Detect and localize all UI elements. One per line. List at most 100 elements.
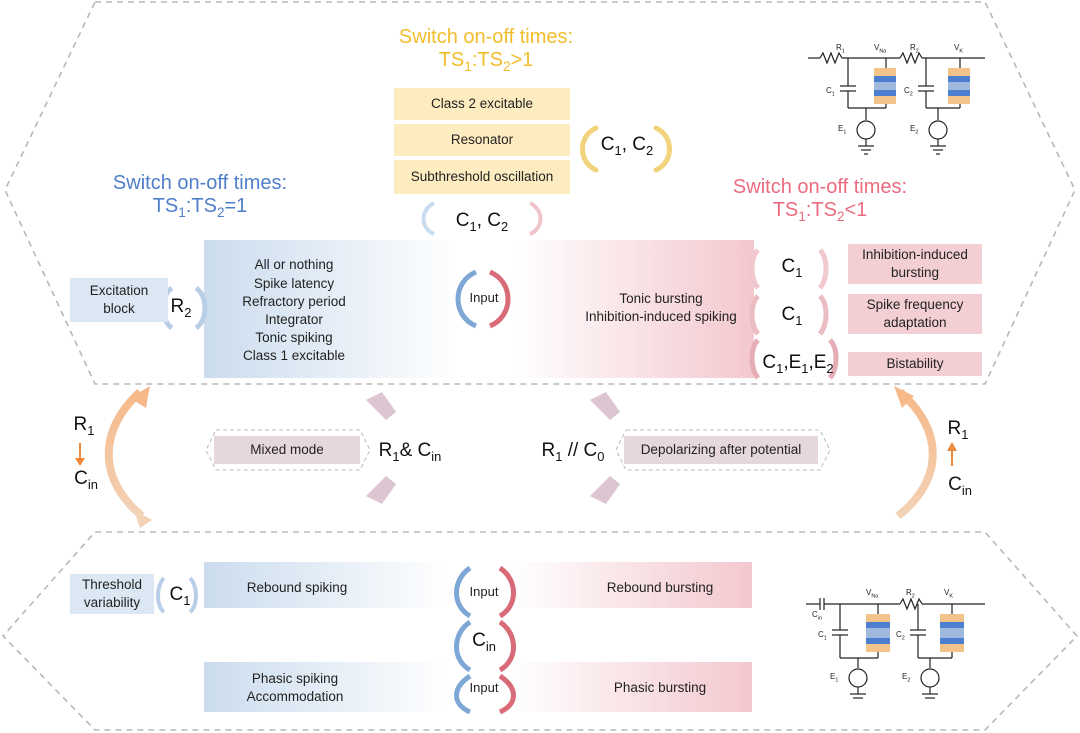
circuit-bottom-c2: C2 (896, 630, 905, 642)
depolarizing-box: Depolarizing after potential (624, 436, 818, 464)
title-ts-less-line1: Switch on-off times: (732, 176, 908, 198)
circuit-bottom-vna: VNa (866, 588, 879, 600)
blue-item-3: Refractory period (242, 293, 346, 309)
phasic-spiking-item-1: Phasic spiking (251, 670, 339, 686)
mauve-arrow-4 (590, 476, 620, 504)
circuit-bottom-r2: R2 (906, 588, 915, 600)
resonator-box: Resonator (394, 124, 570, 156)
big-arrow-right (895, 388, 937, 520)
cycle-arrow-right-1 (749, 248, 829, 290)
blue-item-1: All or nothing (254, 257, 334, 273)
circuit-top-e1: E1 (838, 124, 847, 136)
bottom-input-right-3 (498, 673, 516, 715)
circuit-top-r2: R2 (910, 43, 919, 55)
bistability-box: Bistability (848, 352, 982, 376)
r1-label-left: R1 (73, 414, 95, 438)
cycle-arrow-right-2 (749, 294, 829, 336)
mauve-arrow-3 (590, 392, 620, 420)
title-ts-less: Switch on-off times: TS1:TS2<1 (710, 176, 930, 225)
pink-band-top (512, 240, 754, 378)
c1-c2-label-under: C1, C2 (455, 210, 509, 234)
circuit-bottom-cin: Cin (812, 610, 823, 622)
title-ts-equal: Switch on-off times: TS1:TS2=1 (90, 172, 310, 221)
bottom-input-left-1 (454, 565, 472, 619)
memristor-bottom-k (940, 614, 964, 652)
rebound-spiking-label: Rebound spiking (246, 580, 348, 595)
phasic-spiking-item-2: Accommodation (246, 689, 344, 704)
c1-label-right-2: C1 (781, 304, 803, 328)
mixed-mode-outline (205, 429, 371, 471)
pink-band-bottom-1 (510, 562, 752, 608)
c1-cycle-right (188, 576, 198, 614)
circuit-bottom-vk: VK (944, 588, 953, 600)
excitation-block-box: Excitation block (70, 278, 168, 322)
blue-band-top (204, 240, 459, 378)
spike-frequency-adaptation-box: Spike frequency adaptation (848, 294, 982, 334)
blue-band-bottom-1 (204, 562, 449, 608)
bottom-panel-outline (1, 531, 1079, 731)
r1-and-cin-label: R1& Cin (378, 440, 442, 464)
c1-cycle-left (156, 576, 166, 614)
pink-item-2: Inhibition-induced spiking (585, 309, 737, 324)
c1-e1-e2-label: C1,E1,E2 (762, 352, 834, 376)
cycle-arrow-yellow-right (653, 125, 672, 173)
circuit-bottom-e1: E1 (830, 672, 839, 684)
rebound-bursting-label: Rebound bursting (606, 580, 714, 595)
phasic-bursting-label: Phasic bursting (613, 680, 707, 695)
bottom-input-right-2 (498, 619, 516, 673)
cycle-arrow-right-3 (749, 338, 839, 380)
circuit-top-vna: VNa (874, 43, 887, 55)
circuit-top-r1: R1 (836, 43, 845, 55)
input-cycle-right (488, 269, 511, 329)
cycle-arrow-pink-small (528, 201, 543, 236)
blue-item-4: Integrator (265, 312, 323, 327)
circuit-bottom-c1: C1 (818, 630, 827, 642)
inhibition-induced-bursting-box: Inhibition-induced bursting (848, 244, 982, 284)
pink-band-bottom-2 (510, 662, 752, 712)
cin-label-right: Cin (948, 474, 972, 498)
cycle-arrow-r2-right (194, 285, 208, 331)
threshold-variability-box: Threshold variability (70, 574, 154, 614)
title-ts-less-line2: TS1:TS2<1 (772, 199, 868, 224)
c1-label-bottom: C1 (169, 584, 191, 608)
title-ts-equal-line2: TS1:TS2=1 (152, 195, 248, 220)
top-panel-outline (4, 1, 1076, 385)
blue-band-bottom-2 (204, 662, 449, 712)
r1-parallel-c0-label: R1 // C0 (541, 440, 605, 464)
class2-excitable-box: Class 2 excitable (394, 88, 570, 120)
mauve-arrow-1 (366, 392, 396, 420)
circuit-top-vk: VK (954, 43, 963, 55)
blue-item-6: Class 1 excitable (242, 348, 346, 364)
circuit-top (808, 51, 985, 155)
mixed-mode-box: Mixed mode (214, 436, 360, 464)
title-ts-equal-line1: Switch on-off times: (112, 172, 288, 194)
circuit-top-c1: C1 (826, 86, 835, 98)
cin-label-left: Cin (74, 468, 98, 492)
title-ts-greater-line1: Switch on-off times: (398, 26, 574, 48)
circuit-top-c2: C2 (904, 86, 913, 98)
memristor-top-na (874, 68, 896, 104)
r1-label-right: R1 (947, 418, 969, 442)
bottom-input-left-3 (454, 673, 472, 715)
cycle-arrow-blue-small (421, 201, 436, 236)
circuit-bottom-e2: E2 (902, 672, 911, 684)
depolarizing-outline (615, 429, 831, 471)
big-arrow-left (104, 389, 145, 520)
circuit-top-e2: E2 (910, 124, 919, 136)
r2-label: R2 (170, 296, 192, 320)
pink-behavior-list: Tonic bursting Inhibition-induced spikin… (566, 284, 756, 332)
subthreshold-oscillation-box: Subthreshold oscillation (394, 160, 570, 194)
mauve-arrow-2 (366, 476, 396, 504)
pink-item-1: Tonic bursting (619, 290, 703, 306)
circuit-bottom (806, 597, 985, 699)
input-cycle-left (455, 269, 478, 329)
cin-label-center: Cin (472, 630, 496, 654)
phasic-spiking-list: Phasic spiking Accommodation (210, 668, 380, 708)
input-label-bottom-2: Input (469, 680, 499, 695)
memristor-bottom-na (866, 614, 890, 652)
blue-item-5: Tonic spiking (255, 330, 333, 346)
blue-behavior-list: All or nothing Spike latency Refractory … (204, 248, 384, 374)
blue-item-2: Spike latency (253, 275, 335, 291)
